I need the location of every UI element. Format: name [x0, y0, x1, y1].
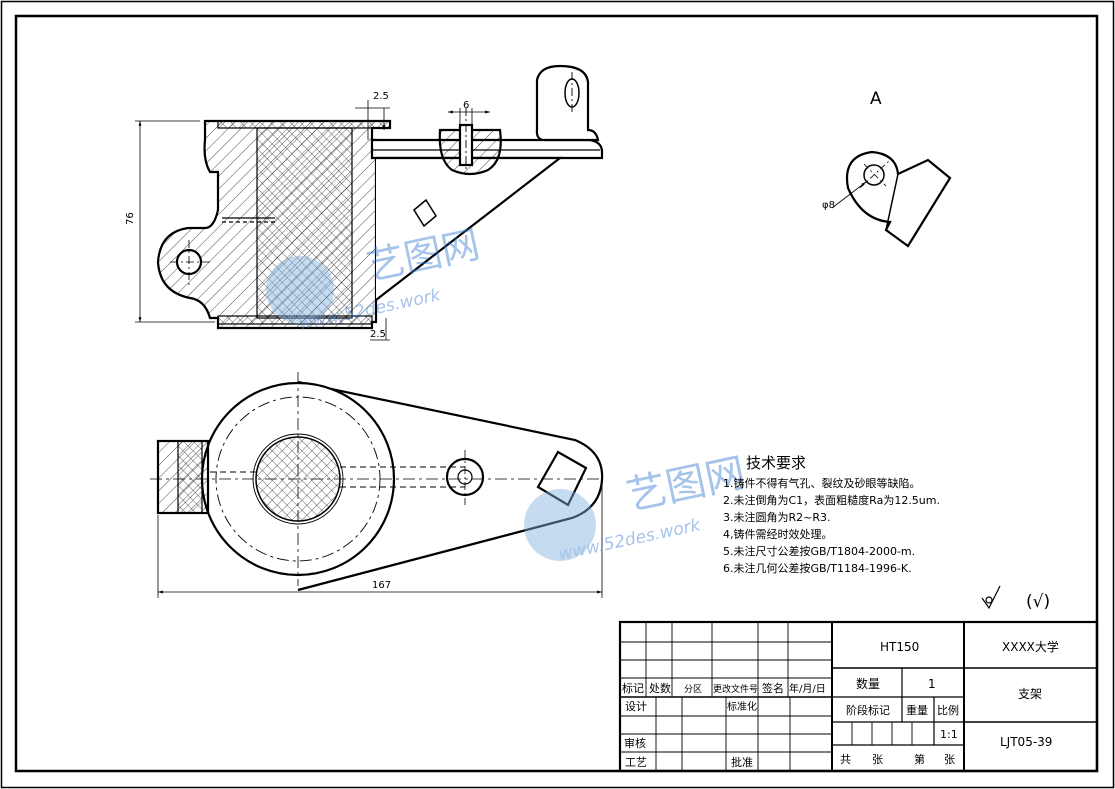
tb-rev-header-3: 分区: [684, 684, 702, 695]
tb-scale-value: 1:1: [940, 728, 958, 741]
tb-review-label: 审核: [624, 736, 646, 750]
dim-top-wall: 2.5: [373, 91, 389, 102]
tech-req-item-6: 6.未注几何公差按GB/T1184-1996-K.: [723, 561, 912, 575]
tb-rev-header-2: 处数: [649, 682, 671, 695]
tb-sheets-unit-2: 张: [944, 753, 955, 766]
tb-rev-header-1: 标记: [622, 681, 644, 695]
dim-slot-width: 6: [463, 100, 469, 111]
tech-req-item-1: 1.铸件不得有气孔、裂纹及砂眼等缺陷。: [723, 476, 921, 490]
view-a-label: A: [870, 89, 882, 109]
front-dimensions: [135, 100, 490, 341]
tb-drawing-no: LJT05-39: [1000, 735, 1052, 749]
tb-standard-label: 标准化: [727, 700, 757, 713]
tech-req-item-3: 3.未注圆角为R2~R3.: [723, 510, 831, 524]
dim-overall-length: 167: [372, 580, 391, 591]
tb-part-name: 支架: [1018, 687, 1042, 701]
tb-design-label: 设计: [625, 700, 647, 713]
tb-weight-label: 重量: [906, 703, 928, 717]
tb-sheets-unit-1: 张: [872, 753, 883, 766]
tb-approve-label: 批准: [731, 755, 753, 769]
dim-bottom-wall: 2.5: [370, 329, 386, 340]
tb-sheet-no-label: 第: [914, 752, 925, 766]
tech-req-item-2: 2.未注倒角为C1，表面粗糙度Ra为12.5um.: [723, 493, 940, 507]
tb-material: HT150: [880, 640, 919, 654]
title-block: [618, 620, 1099, 773]
tb-process-label: 工艺: [625, 756, 647, 769]
tb-rev-header-6: 年/月/日: [789, 682, 826, 695]
dim-height: 76: [125, 212, 136, 225]
front-section-view: [156, 64, 604, 330]
tech-req-title: 技术要求: [746, 454, 806, 472]
tb-scale-label: 比例: [937, 703, 959, 717]
top-view: [150, 372, 604, 592]
tb-stage-label: 阶段标记: [846, 703, 890, 717]
tb-rev-header-4: 更改文件号: [713, 683, 758, 695]
tb-quantity-value: 1: [928, 677, 936, 691]
tb-rev-header-5: 签名: [762, 681, 784, 695]
inner-frame: [14, 14, 1099, 773]
top-dimensions: [157, 485, 603, 598]
view-a: [831, 150, 952, 248]
roughness-symbol-icon: [981, 585, 1001, 610]
tb-quantity-label: 数量: [856, 676, 880, 691]
dim-hole-dia: φ8: [822, 200, 835, 211]
tb-sheets-total-label: 共: [840, 753, 851, 766]
tech-req-item-4: 4,铸件需经时效处理。: [723, 527, 833, 541]
tb-school: XXXX大学: [1002, 639, 1059, 654]
tech-req-item-5: 5.未注尺寸公差按GB/T1804-2000-m.: [723, 544, 915, 558]
roughness-note: (√): [1026, 592, 1050, 612]
